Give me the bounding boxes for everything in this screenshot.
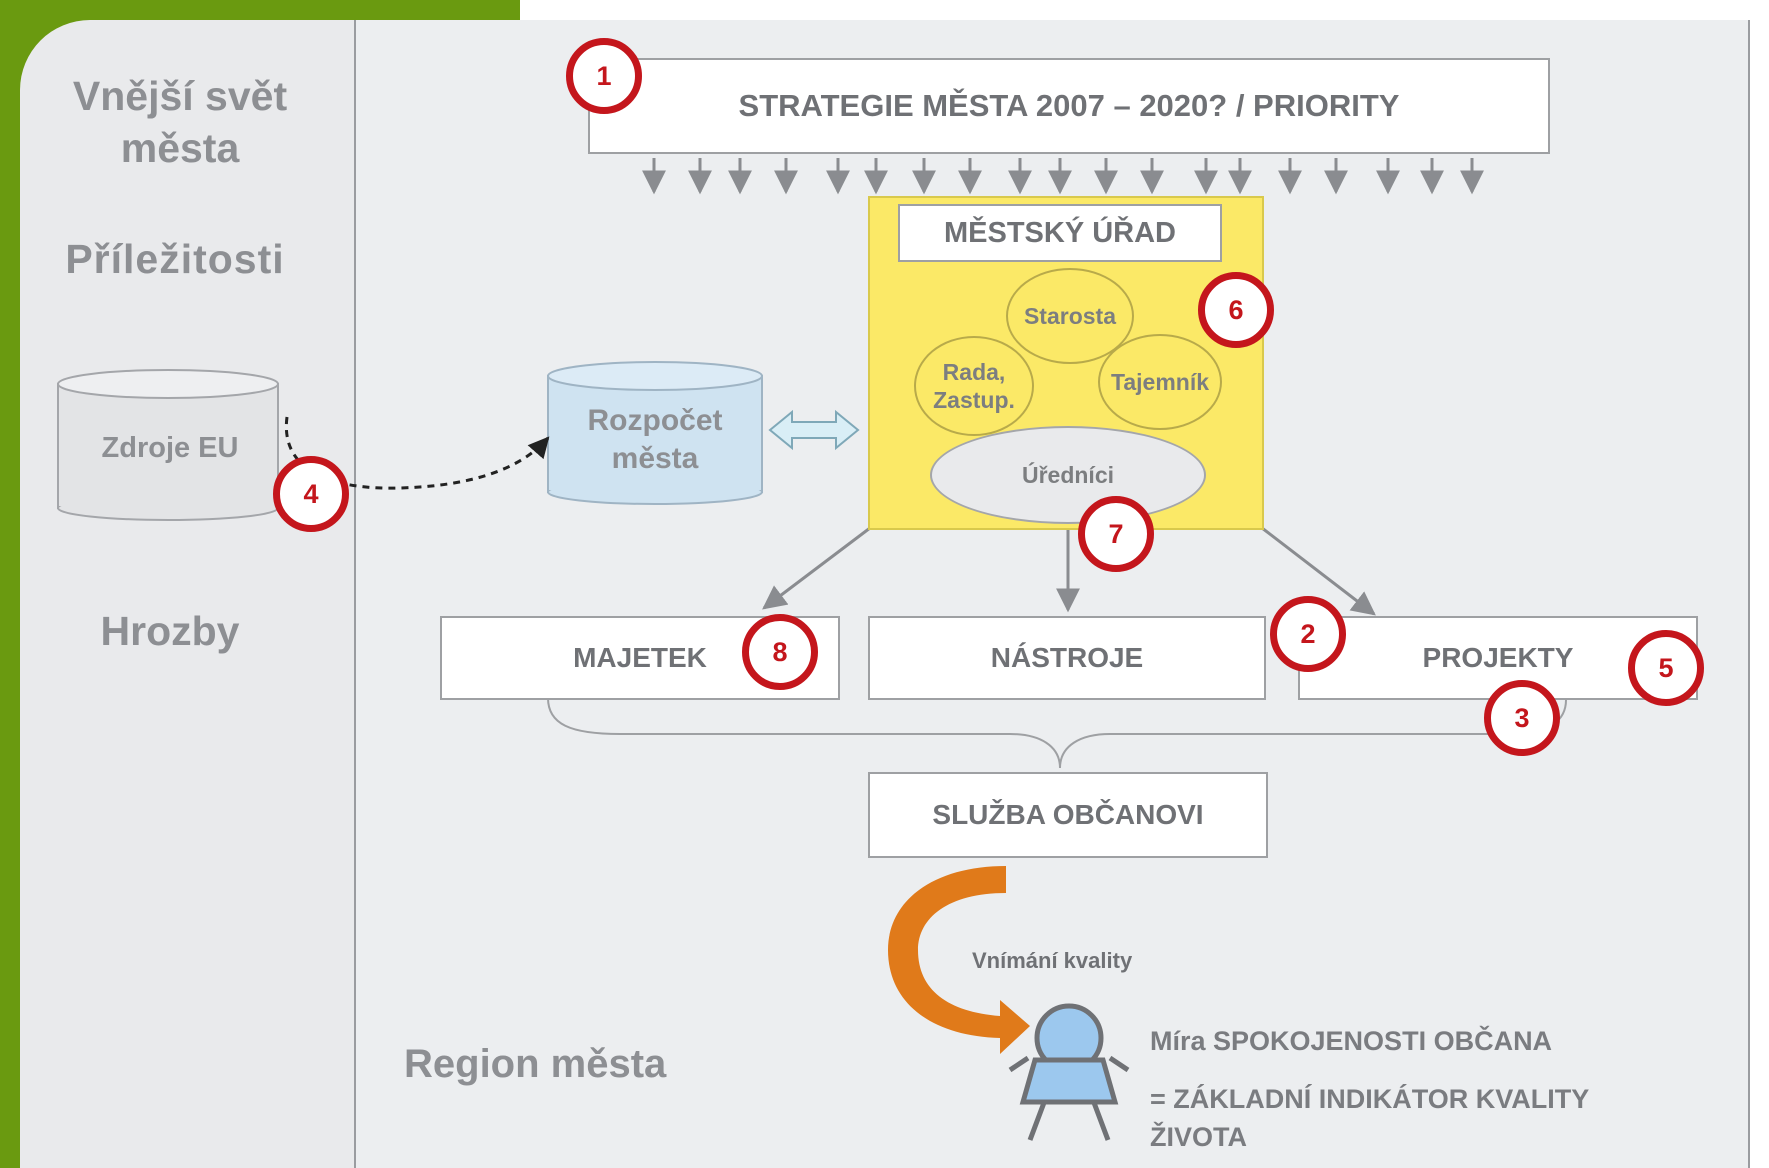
eu-sources-label: Zdroje EU: [101, 432, 239, 464]
officials-label: Úředníci: [1021, 461, 1115, 488]
strategy-box: STRATEGIE MĚSTA 2007 – 2020? / PRIORITY: [588, 58, 1550, 154]
marker-6: 6: [1198, 272, 1274, 348]
marker-5: 5: [1628, 630, 1704, 706]
eu-sources-cylinder: [57, 369, 279, 521]
citizen-service-box: SLUŽBA OBČANOVI: [868, 772, 1268, 858]
region-label: Region města: [404, 1042, 667, 1086]
marker-8: 8: [742, 614, 818, 690]
strategy-label: STRATEGIE MĚSTA 2007 – 2020? / PRIORITY: [738, 88, 1400, 123]
secretary-ellipse: Tajemník: [1098, 334, 1222, 430]
city-office-title-box: MĚSTSKÝ ÚŘAD: [898, 204, 1222, 262]
tools-label: NÁSTROJE: [990, 642, 1144, 673]
threats-label: Hrozby: [100, 608, 240, 654]
citizen-person-icon: [1008, 1003, 1130, 1141]
budget-cylinder: [547, 361, 763, 505]
tools-box: NÁSTROJE: [868, 616, 1266, 700]
marker-2: 2: [1270, 596, 1346, 672]
outputs-brace: [547, 697, 1567, 769]
citizen-service-label: SLUŽBA OBČANOVI: [932, 799, 1204, 830]
citizen-satisfaction-label: Míra SPOKOJENOSTI OBČANA: [1150, 1026, 1553, 1056]
marker-4: 4: [273, 456, 349, 532]
eu-to-budget-dashed-arrow: [284, 416, 550, 490]
outer-world-label: Vnější svět města: [72, 73, 288, 171]
opportunities-label: Příležitosti: [65, 236, 285, 282]
projects-label: PROJEKTY: [1422, 642, 1574, 673]
frame-top-bar: [0, 0, 520, 20]
council-ellipse: Rada, Zastup.: [914, 336, 1034, 436]
office-to-outputs-arrows: [762, 526, 1376, 616]
budget-office-double-arrow: [768, 409, 860, 451]
property-label: MAJETEK: [573, 642, 707, 673]
marker-3: 3: [1484, 680, 1560, 756]
marker-1: 1: [566, 38, 642, 114]
quality-perception-label: Vnímání kvality: [972, 948, 1133, 973]
mayor-ellipse: Starosta: [1006, 268, 1134, 364]
city-office-title: MĚSTSKÝ ÚŘAD: [943, 216, 1176, 249]
quality-indicator-label: = ZÁKLADNÍ INDIKÁTOR KVALITY ŽIVOTA: [1150, 1084, 1589, 1152]
officials-ellipse: Úředníci: [930, 426, 1206, 524]
secretary-label: Tajemník: [1111, 368, 1209, 395]
council-label: Rada, Zastup.: [933, 359, 1015, 413]
mayor-label: Starosta: [1023, 302, 1117, 329]
strategy-down-arrows: [642, 158, 1484, 195]
budget-label: Rozpočet města: [587, 404, 723, 475]
marker-7: 7: [1078, 496, 1154, 572]
quality-perception-arrow: [888, 866, 1030, 1054]
